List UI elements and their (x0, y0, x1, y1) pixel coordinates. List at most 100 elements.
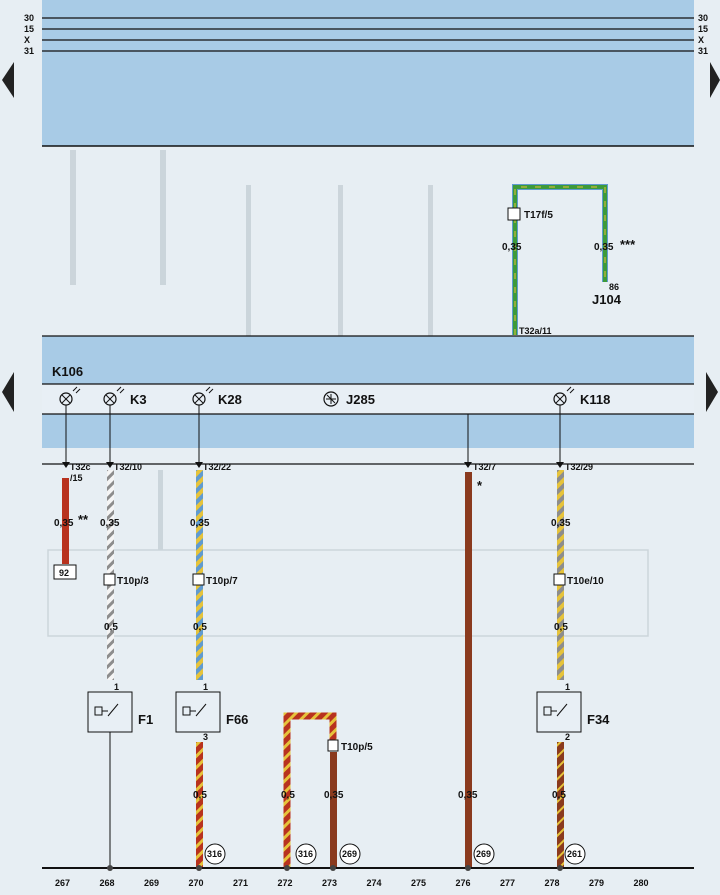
switch-f66-pin-bottom: 3 (203, 732, 208, 742)
wire-column-276 (465, 472, 472, 868)
lead-arrows (62, 462, 564, 468)
track-number-277: 277 (500, 878, 515, 888)
ghost-bleed-through (47, 150, 649, 637)
top-wire-left-size: 0,35 (502, 242, 522, 253)
wire-green-loop-tracer (514, 186, 606, 335)
lamp-k3-label: K3 (130, 392, 147, 407)
switch-f34-icon (543, 703, 568, 717)
relay-pin-86: 86 (609, 282, 619, 292)
top-wire-right-size: 0,35 (594, 242, 614, 253)
wire-column-273 (330, 752, 337, 868)
switch-f1-pin-top: 1 (114, 682, 119, 692)
relay-j104-label: J104 (592, 292, 622, 307)
col276-size: 0,35 (458, 790, 478, 801)
track-number-272: 272 (278, 878, 293, 888)
col268-size-b: 0,5 (104, 622, 118, 633)
connector-t10p3-label: T10p/3 (117, 576, 149, 587)
ref-276-label: 269 (476, 849, 491, 859)
module-k106-label: K106 (52, 364, 83, 379)
rail-label-right-x: X (698, 35, 704, 45)
switch-f66-icon (182, 703, 207, 717)
track-number-269: 269 (144, 878, 159, 888)
arrow-right-top-icon[interactable] (710, 62, 720, 98)
col278-size-b: 0,5 (554, 622, 568, 633)
rail-label-right-30: 30 (698, 13, 708, 23)
track-number-278: 278 (545, 878, 560, 888)
col268-size-a: 0,35 (100, 518, 120, 529)
lamp-j285-label: J285 (346, 392, 375, 407)
switch-f1-label: F1 (138, 712, 153, 727)
col270-size-c: 0,5 (193, 790, 207, 801)
track-number-270: 270 (189, 878, 204, 888)
panel-lamp-strip (42, 384, 694, 414)
connector-t10p7-icon (192, 573, 205, 586)
wire-column-270-lower (196, 742, 203, 868)
pin-t32c-15: /15 (70, 473, 83, 483)
col273-size: 0,35 (324, 790, 344, 801)
ref-circle-270: 316 (204, 843, 226, 865)
col278-size-a: 0,35 (551, 518, 571, 529)
wire-column-267 (62, 478, 69, 564)
ref-270-label: 316 (207, 849, 222, 859)
internal-leads (65, 405, 561, 466)
pin-t32-10: T32/10 (114, 462, 142, 472)
rail-label-left-15: 15 (24, 24, 34, 34)
rail-label-left-30: 30 (24, 13, 34, 23)
rail-label-left-31: 31 (24, 46, 34, 56)
arrow-right-middle-icon[interactable] (706, 372, 718, 412)
ref-circle-278: 261 (564, 843, 586, 865)
track-number-274: 274 (367, 878, 382, 888)
wire-loop-272-273 (283, 712, 337, 868)
ref-278-label: 261 (567, 849, 582, 859)
switch-f66-pin-top: 1 (203, 682, 208, 692)
pin-t32-7: T32/7 (473, 462, 496, 472)
connector-t10p5-label: T10p/5 (341, 742, 373, 753)
connector-t10p3-icon (103, 573, 116, 586)
switch-f34-pin-top: 1 (565, 682, 570, 692)
lamp-k118-label: K118 (580, 392, 610, 407)
ref-circle-276: 269 (473, 843, 495, 865)
track-number-267: 267 (55, 878, 70, 888)
box-92-label: 92 (59, 568, 69, 578)
connector-t10p7-label: T10p/7 (206, 576, 238, 587)
ground-nodes (107, 865, 563, 871)
col267-mark: ** (78, 512, 89, 527)
rail-label-left-x: X (24, 35, 30, 45)
rail-label-right-15: 15 (698, 24, 708, 34)
track-number-276: 276 (456, 878, 471, 888)
switch-f1-icon (94, 703, 119, 717)
pin-t32-29: T32/29 (565, 462, 593, 472)
pin-t32a-11: T32a/11 (519, 326, 552, 336)
lamp-j285-icon (323, 391, 339, 407)
top-wire-right-mark: *** (620, 237, 636, 252)
ref-circle-273: 269 (339, 843, 361, 865)
arrow-left-top-icon[interactable] (2, 62, 14, 98)
col270-size-b: 0,5 (193, 622, 207, 633)
track-number-279: 279 (589, 878, 604, 888)
switch-f66-label: F66 (226, 712, 248, 727)
col276-mark: * (477, 478, 483, 493)
pin-t32c: T32c (70, 462, 91, 472)
track-number-268: 268 (100, 878, 115, 888)
connector-t17f-icon (507, 207, 521, 221)
track-number-275: 275 (411, 878, 426, 888)
track-number-273: 273 (322, 878, 337, 888)
track-number-271: 271 (233, 878, 248, 888)
ref-circle-272: 316 (295, 843, 317, 865)
pin-t32-22: T32/22 (203, 462, 231, 472)
connector-t10p5-icon (327, 739, 339, 752)
col270-size-a: 0,35 (190, 518, 210, 529)
switch-f34-label: F34 (587, 712, 610, 727)
top-band (42, 0, 694, 146)
col267-size: 0,35 (54, 518, 74, 529)
col278-size-c: 0,5 (552, 790, 566, 801)
connector-t10e10-label: T10e/10 (567, 576, 604, 587)
lamp-k28-label: K28 (218, 392, 242, 407)
switch-f34-pin-bottom: 2 (565, 732, 570, 742)
arrow-left-middle-icon[interactable] (2, 372, 14, 412)
col272-size: 0,5 (281, 790, 295, 801)
wire-column-278-lower (557, 742, 564, 868)
ref-272-label: 316 (298, 849, 313, 859)
